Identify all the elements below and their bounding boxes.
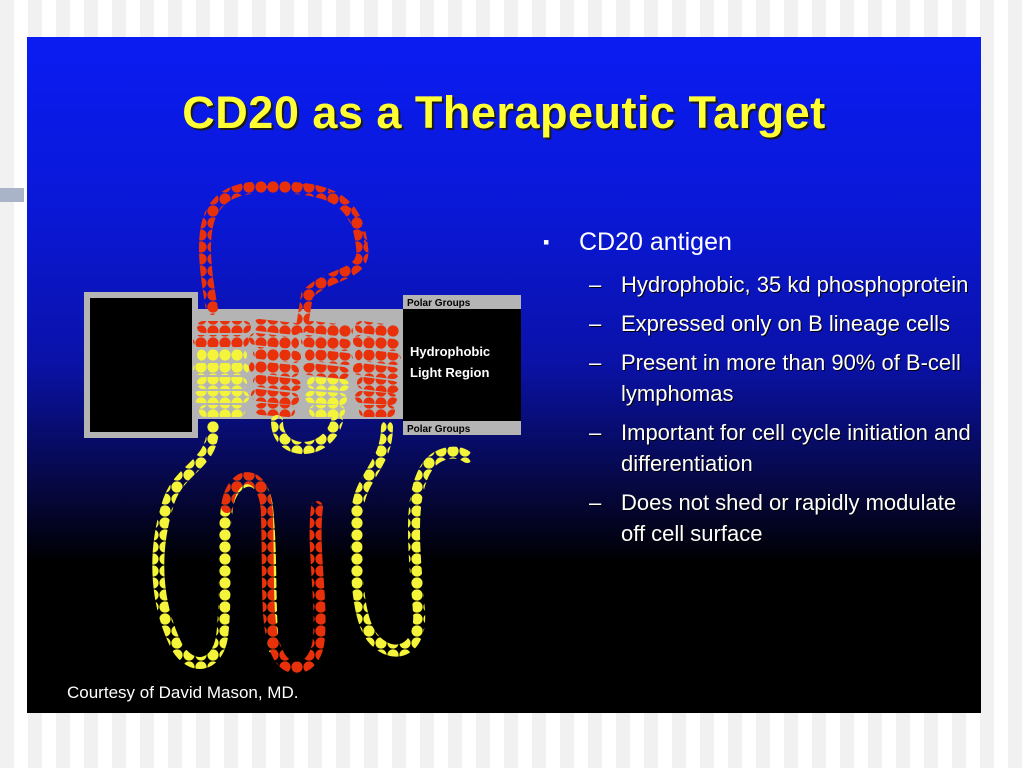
hydrophobic-region-panel (403, 295, 521, 435)
hydrophobic-label-line2: Light Region (410, 365, 489, 380)
sub-bullet-item: – Expressed only on B lineage cells (543, 308, 973, 339)
transmembrane-helix-2 (249, 319, 301, 417)
sub-bullet-text: Expressed only on B lineage cells (621, 311, 950, 336)
sub-bullet-text: Hydrophobic, 35 kd phosphoprotein (621, 272, 969, 297)
bullet-list: ▪ CD20 antigen – Hydrophobic, 35 kd phos… (543, 227, 973, 557)
intracellular-red-loop (221, 472, 326, 674)
sub-bullet-item: – Hydrophobic, 35 kd phosphoprotein (543, 269, 973, 300)
sub-bullet-dash: – (589, 420, 602, 445)
polar-groups-top-label: Polar Groups (407, 298, 471, 309)
sub-bullet-dash: – (589, 490, 602, 515)
polar-band-top (403, 295, 521, 309)
slide-panel: CD20 as a Therapeutic Target (27, 37, 981, 713)
bullet-main-text: CD20 antigen (579, 228, 732, 256)
courtesy-credit: Courtesy of David Mason, MD. (67, 683, 299, 702)
polar-groups-bottom-label: Polar Groups (407, 424, 471, 435)
decorative-edge-bar (0, 188, 24, 202)
sub-bullet-text: Present in more than 90% of B-cell lymph… (621, 350, 961, 406)
transmembrane-helix-4 (353, 321, 401, 417)
sub-bullet-list: – Hydrophobic, 35 kd phosphoprotein – Ex… (543, 269, 973, 549)
sub-bullet-dash: – (589, 350, 602, 375)
sub-bullet-text: Does not shed or rapidly modulate off ce… (621, 490, 957, 546)
n-terminal-tail (152, 421, 279, 669)
transmembrane-helix-3 (301, 321, 353, 417)
bullet-main: ▪ CD20 antigen (543, 227, 973, 257)
sub-bullet-dash: – (589, 272, 602, 297)
intracellular-small-loop (271, 415, 343, 454)
transmembrane-helix-1 (193, 321, 251, 417)
sub-bullet-dash: – (589, 311, 602, 336)
cd20-membrane-diagram: Polar Groups Hydrophobic Light Region Po… (84, 180, 521, 674)
polar-band-bottom (403, 421, 521, 435)
sub-bullet-item: – Present in more than 90% of B-cell lym… (543, 347, 973, 409)
bullet-marker: ▪ (543, 232, 550, 252)
extracellular-loop (198, 180, 369, 333)
sub-bullet-text: Important for cell cycle initiation and … (621, 420, 971, 476)
sub-bullet-item: – Important for cell cycle initiation an… (543, 417, 973, 479)
hydrophobic-label-line1: Hydrophobic (410, 344, 490, 359)
membrane-side-block (84, 292, 198, 438)
c-terminal-tail (350, 421, 473, 657)
slide-title: CD20 as a Therapeutic Target (182, 87, 826, 138)
sub-bullet-item: – Does not shed or rapidly modulate off … (543, 487, 973, 549)
